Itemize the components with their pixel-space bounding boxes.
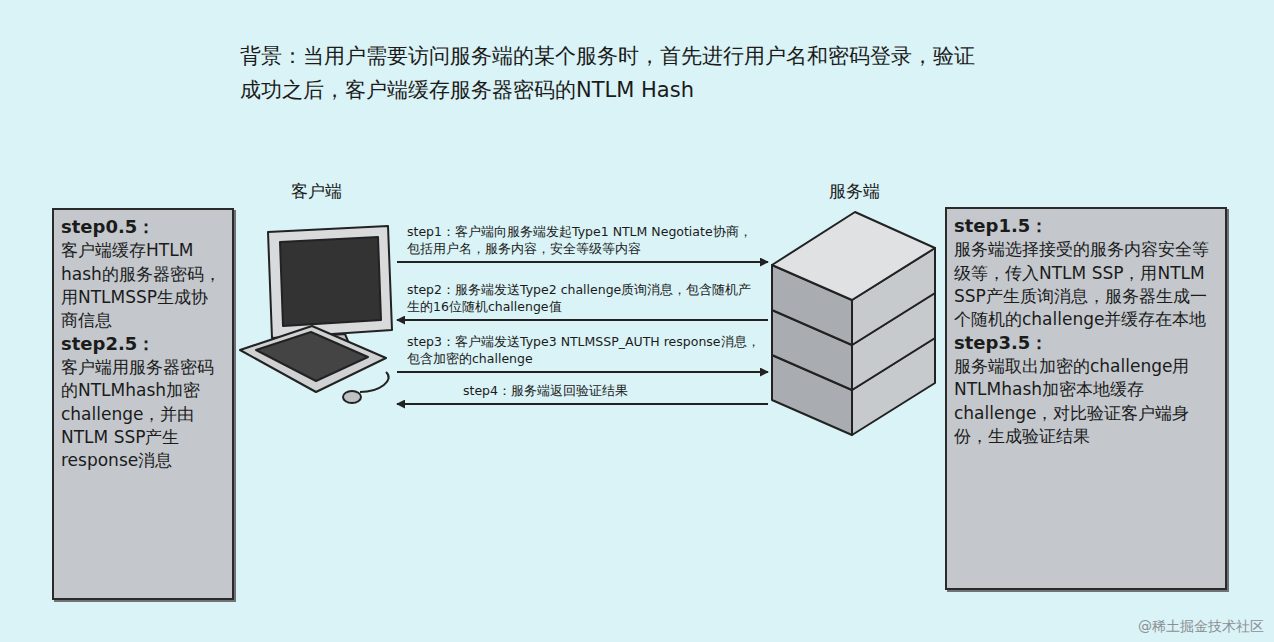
message-arrow bbox=[397, 319, 768, 321]
arrow-label: step4：服务端返回验证结果 bbox=[461, 383, 764, 400]
step-text: 客户端缓存HTLM hash的服务器密码，用NTLMSSP生成协商信息 bbox=[61, 239, 225, 331]
step-heading: step2.5： bbox=[61, 332, 225, 356]
step-heading: step0.5： bbox=[61, 215, 225, 239]
step-text: 客户端用服务器密码的NTLMhash加密challenge，并由NTLM SSP… bbox=[61, 356, 225, 472]
computer-illustration bbox=[240, 226, 392, 403]
step-note-box: step1.5：服务端选择接受的服务内容安全等级等，传入NTLM SSP，用NT… bbox=[945, 207, 1227, 590]
message-arrow bbox=[397, 261, 768, 263]
endpoint-node: 客户端 bbox=[235, 180, 397, 412]
endpoint-node: 服务端 bbox=[768, 180, 940, 442]
arrow-label: step3：客户端发送Type3 NTLMSSP_AUTH response消息… bbox=[405, 334, 764, 368]
server-illustration bbox=[772, 212, 935, 435]
message-arrow bbox=[397, 403, 768, 405]
node-label: 服务端 bbox=[768, 180, 940, 202]
step-heading: step3.5： bbox=[954, 331, 1218, 355]
message-arrow bbox=[397, 371, 768, 373]
arrow-label: step1：客户端向服务端发起Type1 NTLM Negotiate协商，包括… bbox=[405, 224, 764, 258]
arrow-label: step2：服务端发送Type2 challenge质询消息，包含随机产生的16… bbox=[405, 282, 764, 316]
step-note-box: step0.5：客户端缓存HTLM hash的服务器密码，用NTLMSSP生成协… bbox=[52, 208, 234, 600]
step-text: 服务端选择接受的服务内容安全等级等，传入NTLM SSP，用NTLM SSP产生… bbox=[954, 238, 1218, 330]
node-label: 客户端 bbox=[235, 180, 397, 202]
diagram-title: 背景：当用户需要访问服务端的某个服务时，首先进行用户名和密码登录，验证成功之后，… bbox=[240, 40, 980, 107]
watermark: @稀土掘金技术社区 bbox=[1138, 618, 1264, 636]
step-heading: step1.5： bbox=[954, 214, 1218, 238]
step-text: 服务端取出加密的challenge用NTLMhash加密本地缓存challeng… bbox=[954, 355, 1218, 447]
